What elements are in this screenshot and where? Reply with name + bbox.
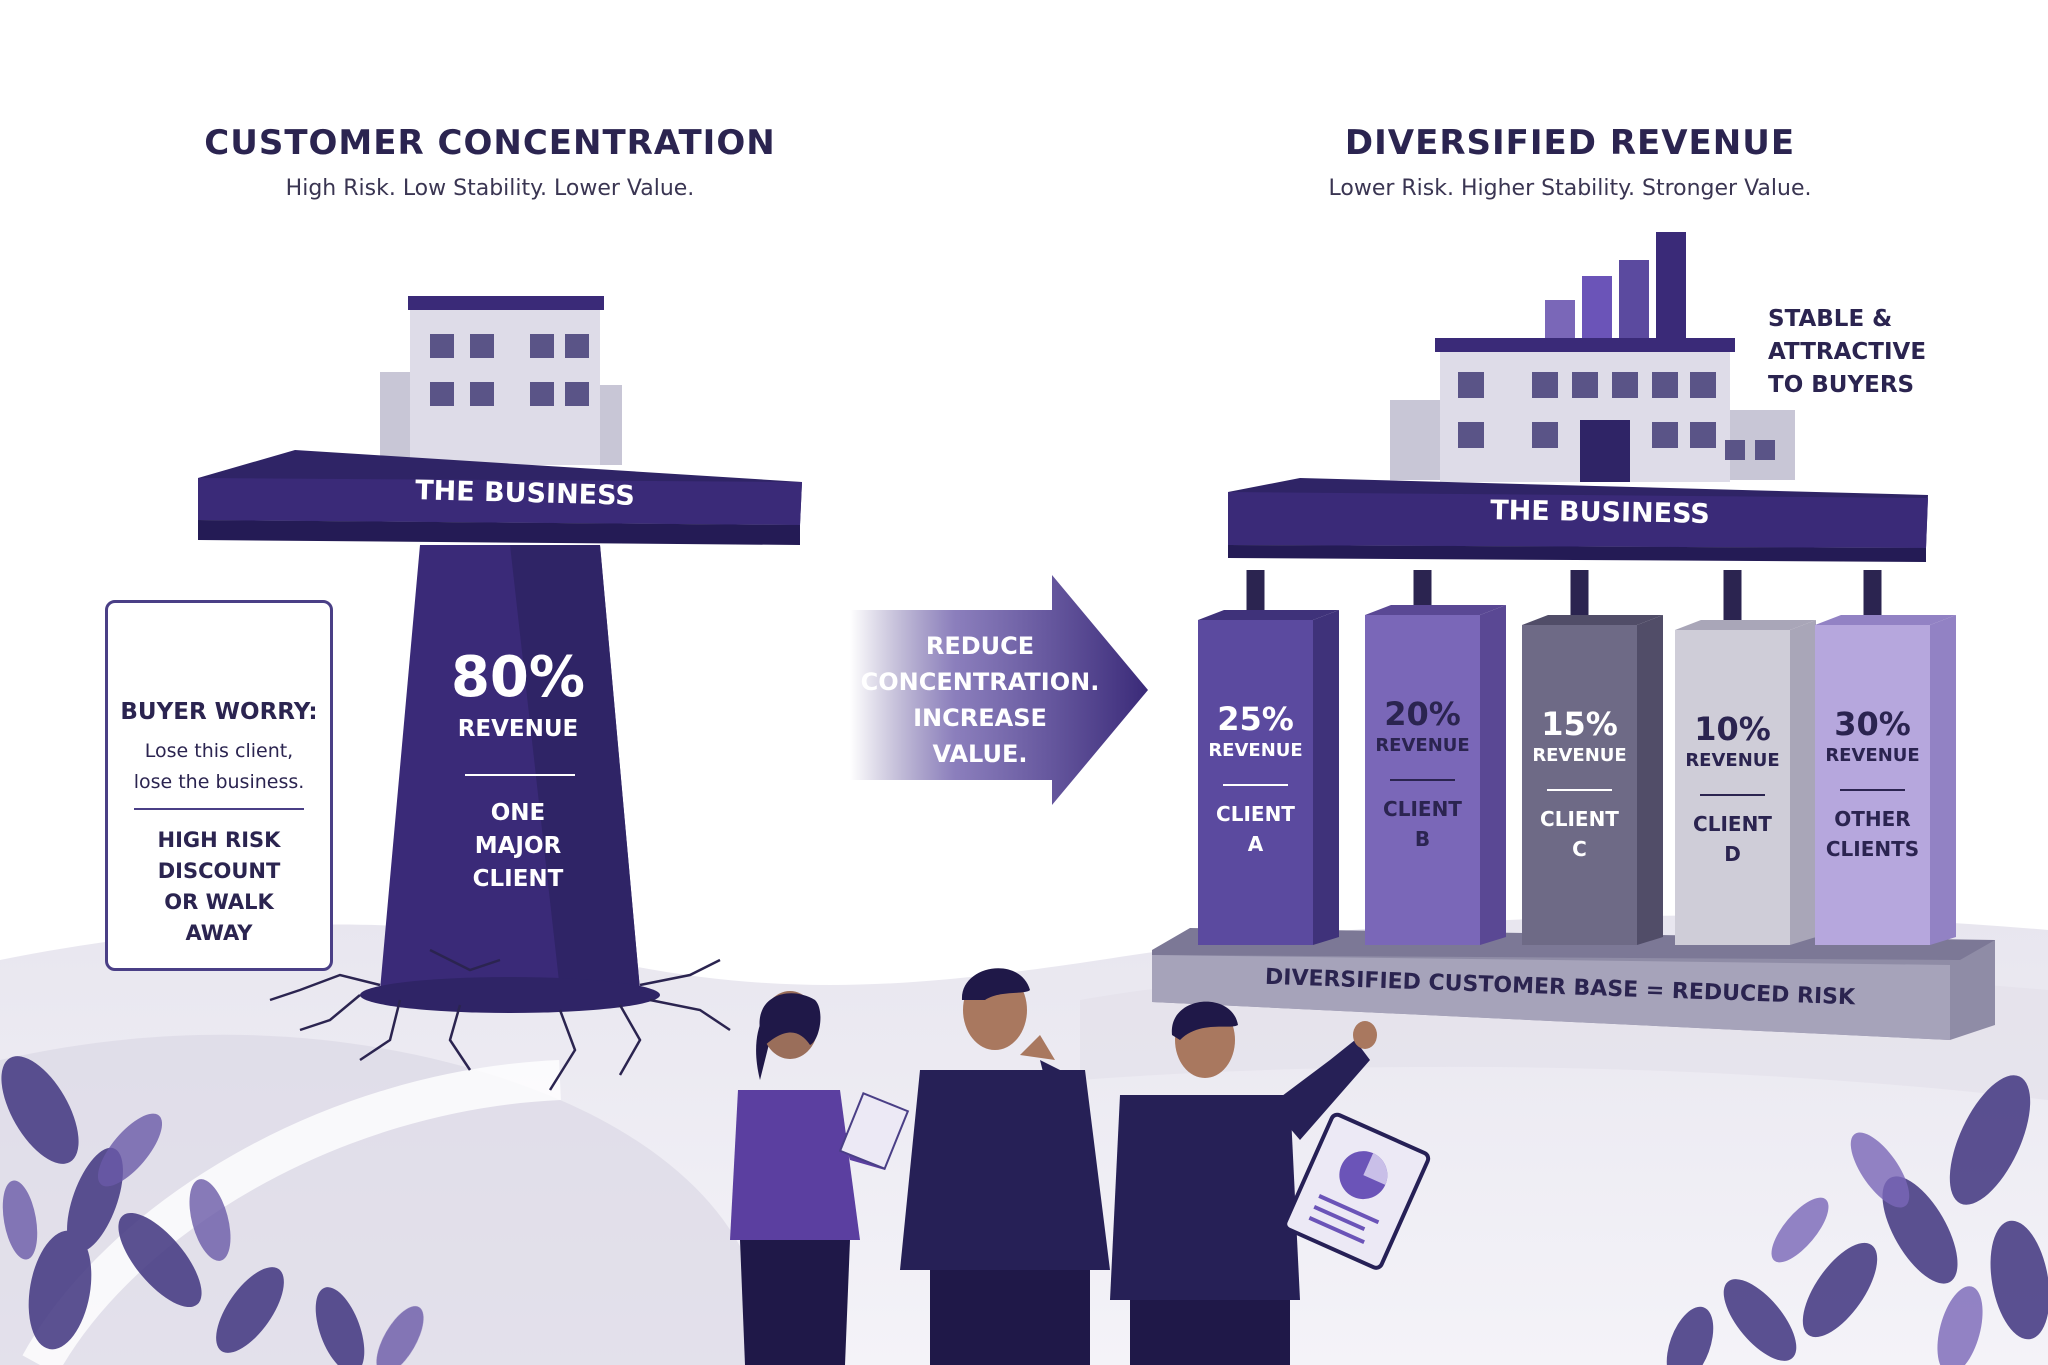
right-building <box>1390 338 1795 482</box>
column-top <box>1522 615 1663 625</box>
left-title: CUSTOMER CONCENTRATION <box>204 123 776 163</box>
column-percent: 10% <box>1694 710 1771 748</box>
high-risk-line: HIGH RISK <box>157 828 281 852</box>
column-top <box>1675 620 1816 630</box>
column-name-line: CLIENT <box>1216 802 1295 826</box>
column-side <box>1930 615 1956 945</box>
warning-divider <box>134 808 304 810</box>
column-name-line: A <box>1247 832 1264 856</box>
column-revenue: REVENUE <box>1532 745 1627 766</box>
revenue-column <box>1365 570 1506 945</box>
man-figure-middle <box>900 968 1110 1365</box>
stable-badge: STABLE & ATTRACTIVE TO BUYERS <box>1768 303 1968 402</box>
buyer-worry-line: Lose this client, <box>144 740 294 762</box>
arrow-line: INCREASE <box>913 704 1047 732</box>
column-label: 10%REVENUE CLIENT D <box>1675 710 1790 869</box>
column-side <box>1313 610 1339 945</box>
pillar-percent: 80% <box>450 645 586 710</box>
column-side <box>1637 615 1663 945</box>
column-name-line: C <box>1572 837 1587 861</box>
foliage <box>1 1056 2048 1365</box>
column-top <box>1198 610 1339 620</box>
right-structure <box>1152 232 1995 1040</box>
column-name-line: OTHER <box>1834 807 1911 831</box>
high-risk-line: DISCOUNT <box>157 859 281 883</box>
right-subtitle: Lower Risk. Higher Stability. Stronger V… <box>1328 176 1812 201</box>
arrow-text: REDUCE CONCENTRATION. INCREASE VALUE. <box>860 628 1100 772</box>
stable-badge-line: TO BUYERS <box>1768 372 1915 398</box>
column-top <box>1365 605 1506 615</box>
left-subtitle: High Risk. Low Stability. Lower Value. <box>285 176 695 201</box>
buyer-worry-text: Lose this client, lose the business. <box>108 736 330 798</box>
column-name-line: D <box>1724 842 1741 866</box>
column-side <box>1790 620 1816 945</box>
column-percent: 15% <box>1541 705 1618 743</box>
column-label: 15%REVENUE CLIENT C <box>1522 705 1637 864</box>
right-title: DIVERSIFIED REVENUE <box>1344 123 1796 163</box>
buyer-worry-card: BUYER WORRY: Lose this client, lose the … <box>105 600 333 971</box>
column-name: OTHER CLIENTS <box>1815 804 1930 864</box>
high-risk-line: OR WALK <box>164 890 274 914</box>
stable-badge-line: STABLE & <box>1768 306 1893 332</box>
column-revenue: REVENUE <box>1685 750 1780 771</box>
buyer-worry-line: lose the business. <box>133 771 305 793</box>
column-front <box>1522 625 1637 945</box>
column-revenue: REVENUE <box>1208 740 1303 761</box>
column-revenue: REVENUE <box>1825 745 1920 766</box>
column-percent: 25% <box>1217 700 1294 738</box>
column-side <box>1480 605 1506 945</box>
column-top <box>1815 615 1956 625</box>
column-name: CLIENT D <box>1675 809 1790 869</box>
column-name-line: CLIENT <box>1383 797 1462 821</box>
arrow-line: VALUE. <box>932 740 1028 768</box>
pillar-client-line: MAJOR <box>474 833 562 859</box>
column-label: 20%REVENUE CLIENT B <box>1365 695 1480 854</box>
column-name: CLIENT C <box>1522 804 1637 864</box>
pillar-client-line: CLIENT <box>472 866 564 892</box>
column-name-line: CLIENTS <box>1825 837 1920 861</box>
column-front <box>1815 625 1930 945</box>
column-front <box>1675 630 1790 945</box>
revenue-column <box>1815 570 1956 945</box>
pillar-revenue: REVENUE <box>457 716 579 742</box>
column-name: CLIENT A <box>1198 799 1313 859</box>
reduce-arrow <box>850 575 1148 805</box>
column-revenue: REVENUE <box>1375 735 1470 756</box>
left-structure <box>198 296 802 1091</box>
column-name-line: CLIENT <box>1693 812 1772 836</box>
high-risk-line: AWAY <box>185 921 253 945</box>
high-risk-text: HIGH RISK DISCOUNT OR WALK AWAY <box>108 825 330 949</box>
growth-bars <box>1545 232 1686 340</box>
column-front <box>1198 620 1313 945</box>
arrow-line: CONCENTRATION. <box>860 668 1100 696</box>
revenue-column <box>1522 570 1663 945</box>
pillar-client: ONE MAJOR CLIENT <box>418 797 618 896</box>
revenue-column <box>1675 570 1816 945</box>
column-name: CLIENT B <box>1365 794 1480 854</box>
pillar-client-line: ONE <box>490 800 546 826</box>
ground-cracks <box>269 948 731 1091</box>
people <box>730 968 1431 1365</box>
revenue-columns <box>1198 570 1956 945</box>
column-percent: 20% <box>1384 695 1461 733</box>
revenue-column <box>1198 570 1339 945</box>
column-name-line: B <box>1414 827 1431 851</box>
man-figure-right <box>1110 1001 1431 1365</box>
buyer-worry-heading: BUYER WORRY: <box>120 699 318 725</box>
arrow-line: REDUCE <box>925 632 1035 660</box>
column-label: 25%REVENUE CLIENT A <box>1198 700 1313 859</box>
column-name-line: CLIENT <box>1540 807 1619 831</box>
column-label: 30%REVENUE OTHER CLIENTS <box>1815 705 1930 864</box>
woman-figure <box>730 991 910 1365</box>
column-percent: 30% <box>1834 705 1911 743</box>
stable-badge-line: ATTRACTIVE <box>1768 339 1927 365</box>
left-building <box>380 296 622 465</box>
